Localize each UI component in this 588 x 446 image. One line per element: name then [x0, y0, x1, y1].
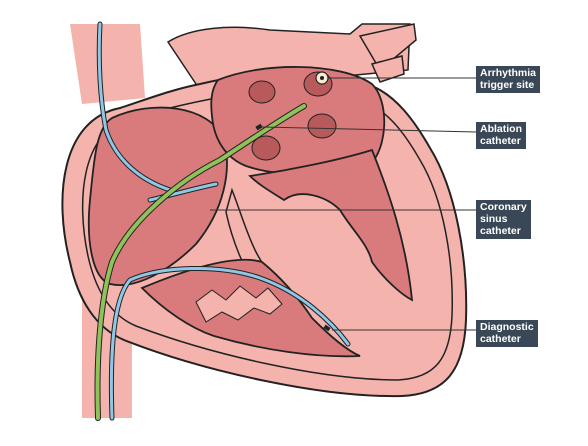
- label-line: catheter: [480, 225, 521, 237]
- label-diagnostic-catheter: Diagnostic catheter: [476, 320, 538, 347]
- diagnostic-electrode: [323, 324, 331, 332]
- label-line: trigger site: [480, 79, 535, 91]
- label-line: catheter: [480, 135, 521, 147]
- label-line: Coronary: [480, 201, 527, 213]
- ablation-leader-line: [261, 126, 477, 133]
- arrhythmia-trigger-dot: [320, 76, 324, 80]
- pulmonary-vein-right: [370, 55, 405, 83]
- label-coronary-sinus-catheter: Coronary sinus catheter: [476, 200, 531, 239]
- left-ventricle: [248, 148, 414, 302]
- label-line: catheter: [480, 333, 521, 345]
- right-ventricle-trabeculae: [195, 285, 283, 323]
- label-line: Arrhythmia: [480, 67, 537, 79]
- pulmonary-vein-opening-1: [248, 80, 276, 104]
- pulmonary-vessel: [358, 23, 417, 72]
- pulmonary-vein-opening-4: [307, 113, 337, 139]
- label-line: Ablation: [480, 123, 522, 135]
- label-line: Diagnostic: [480, 321, 534, 333]
- label-arrhythmia-trigger-site: Arrhythmia trigger site: [476, 66, 541, 93]
- label-ablation-catheter: Ablation catheter: [476, 122, 526, 149]
- ablation-electrode: [255, 123, 263, 131]
- pulmonary-vein-opening-3: [251, 135, 281, 161]
- label-line: sinus: [480, 213, 508, 225]
- superior-vena-cava: [70, 24, 145, 104]
